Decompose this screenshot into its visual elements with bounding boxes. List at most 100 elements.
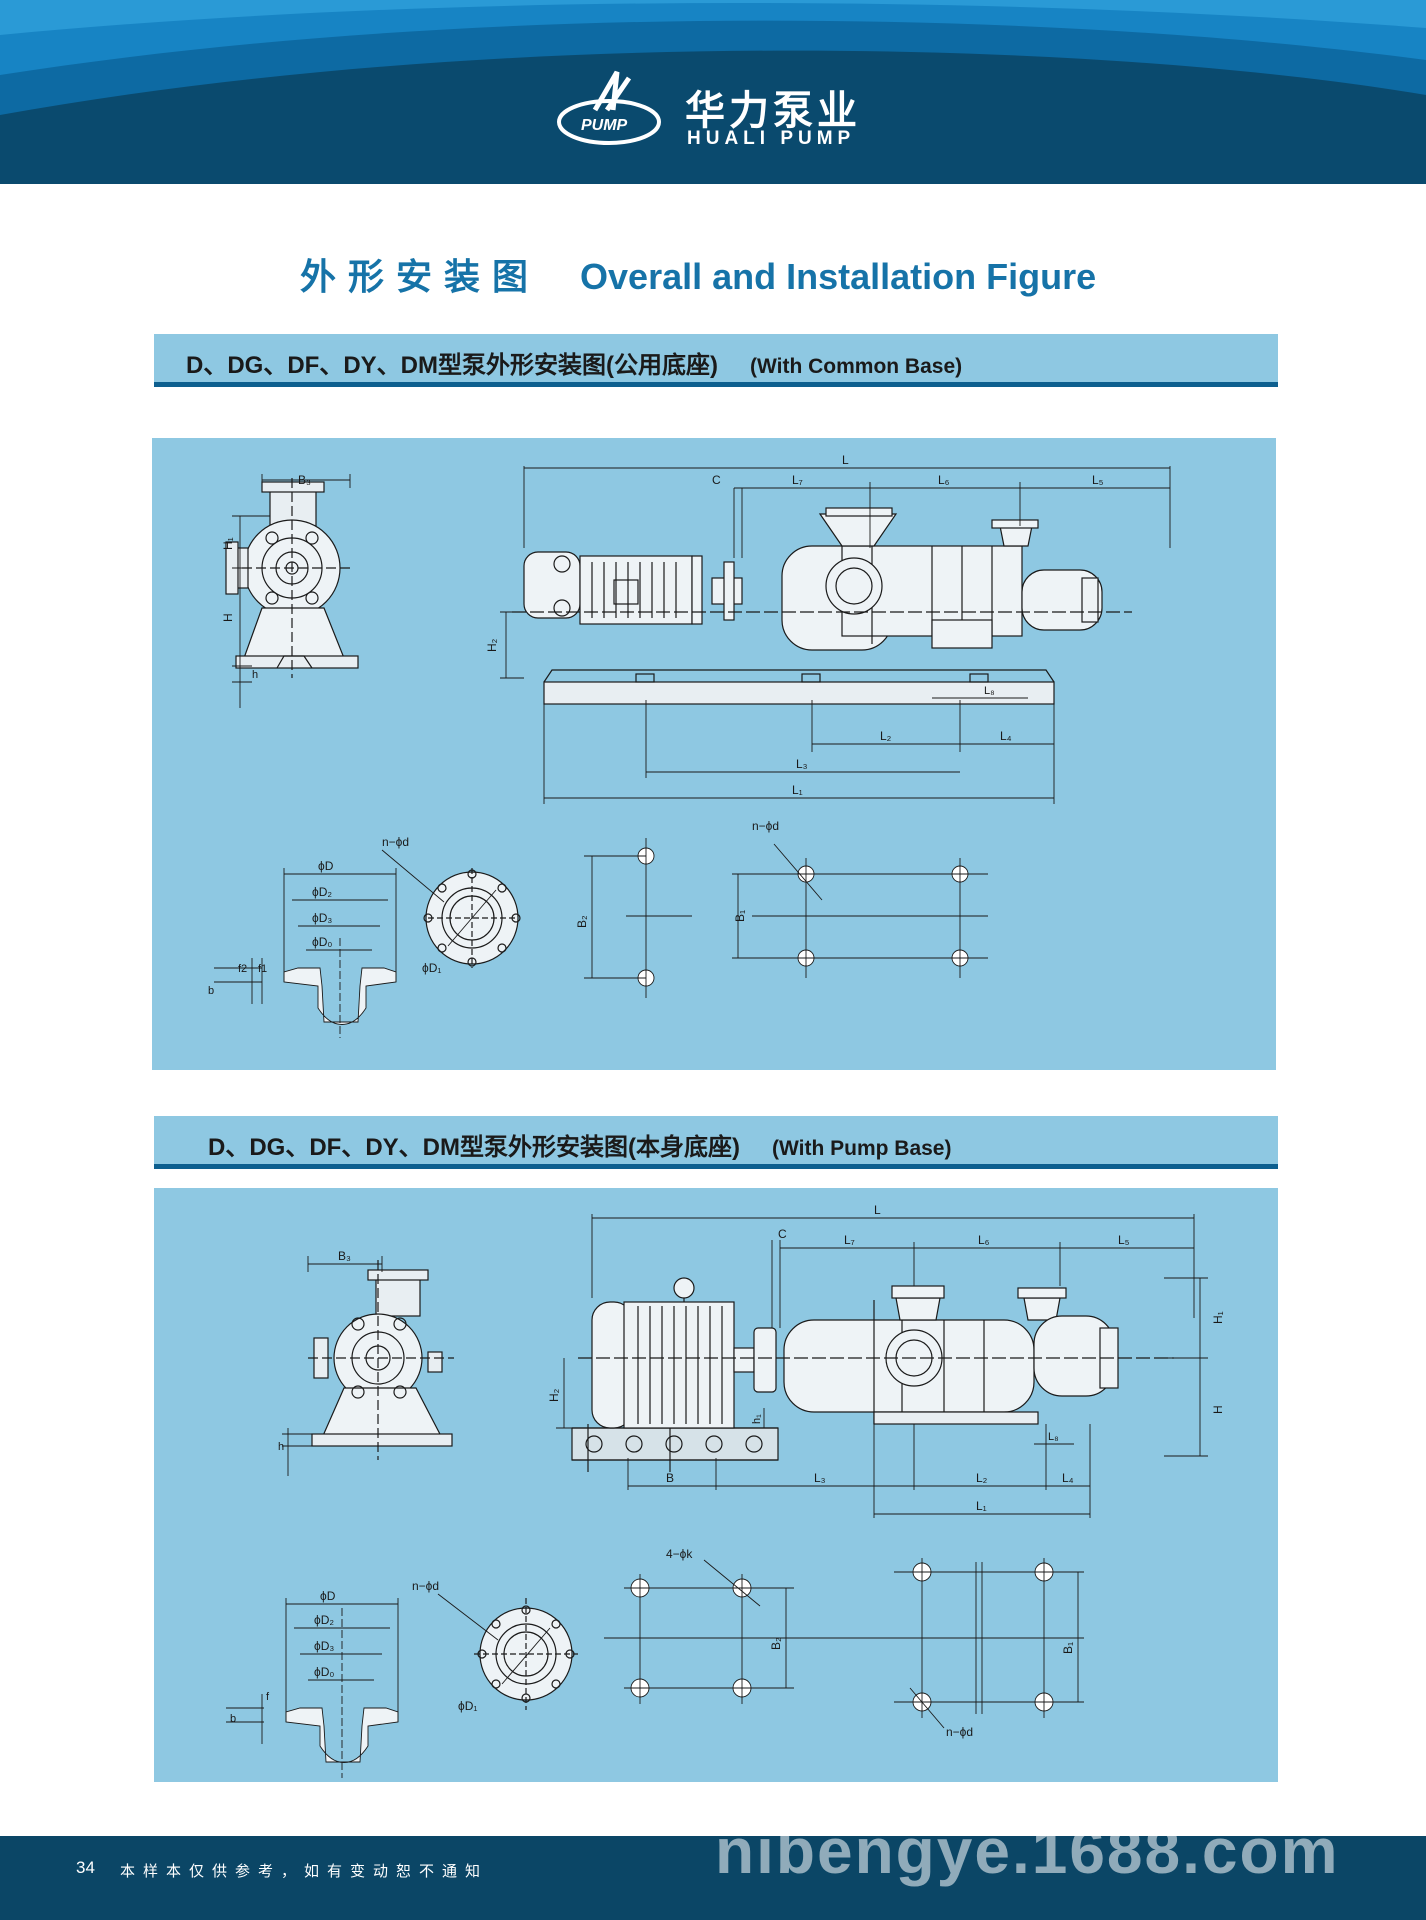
svg-text:h: h — [278, 1441, 284, 1453]
svg-text:C: C — [778, 1227, 787, 1241]
brand-name-cn: 华力泵业 — [685, 88, 861, 134]
svg-text:B₃: B₃ — [298, 473, 311, 487]
pump-front-view — [781, 507, 1103, 651]
section-title-en: (With Common Base) — [749, 355, 963, 378]
svg-text:B₂: B₂ — [575, 915, 589, 928]
svg-text:ϕD₀: ϕD₀ — [314, 1665, 334, 1679]
svg-text:4−ϕk: 4−ϕk — [666, 1547, 693, 1561]
svg-text:L₈: L₈ — [984, 685, 995, 697]
drawing-panel-common-base: B₃ H₁ H h — [152, 438, 1276, 1070]
front-dimensions — [556, 1214, 1208, 1518]
flange-section-detail — [214, 868, 397, 1038]
svg-text:L₁: L₁ — [976, 1499, 987, 1513]
svg-text:ϕD₁: ϕD₁ — [458, 1699, 477, 1713]
svg-text:L₆: L₆ — [938, 473, 950, 487]
pump-front-view — [783, 1285, 1119, 1425]
svg-text:f2: f2 — [238, 963, 247, 975]
svg-text:ϕD₂: ϕD₂ — [314, 1613, 334, 1627]
front-dimensions — [500, 466, 1171, 804]
svg-text:ϕD: ϕD — [318, 859, 334, 873]
section-title: D、DG、DF、DY、DM型泵外形安装图(本身底座) (With Pump Bas… — [208, 1127, 951, 1162]
base-bolt-layout-b1 — [732, 843, 988, 978]
svg-text:B₁: B₁ — [733, 910, 747, 922]
base-bolt-layout-b2 — [584, 838, 692, 998]
header-wave-graphic — [0, 0, 1426, 184]
svg-text:L₅: L₅ — [1118, 1233, 1130, 1247]
svg-text:B: B — [666, 1471, 674, 1485]
page-header: PUMP 华力泵业 HUALI PUMP — [0, 0, 1426, 184]
foundation-slab — [571, 1424, 779, 1472]
svg-text:ϕD₃: ϕD₃ — [312, 911, 332, 925]
watermark: nibengye.1688.com — [715, 1815, 1340, 1887]
page-number: 34 — [76, 1858, 95, 1877]
svg-text:B₃: B₃ — [338, 1249, 351, 1263]
svg-text:ϕD₂: ϕD₂ — [312, 885, 332, 899]
svg-text:n−ϕd: n−ϕd — [946, 1725, 973, 1739]
svg-text:f: f — [266, 1691, 270, 1703]
page-title-en: Overall and Installation Figure — [580, 256, 1097, 297]
svg-text:b: b — [208, 985, 214, 997]
common-base — [512, 611, 1132, 705]
svg-text:n−ϕd: n−ϕd — [382, 835, 409, 849]
installation-drawing-pump-base: B₃ h — [226, 1203, 1225, 1778]
motor-front-view — [591, 1277, 777, 1429]
section-title: D、DG、DF、DY、DM型泵外形安装图(公用底座) (With Common B… — [186, 345, 962, 380]
svg-text:L₈: L₈ — [1048, 1431, 1059, 1443]
svg-text:b: b — [230, 1713, 236, 1725]
svg-text:f1: f1 — [258, 963, 267, 975]
pump-side-view — [308, 1260, 454, 1460]
flange-section-detail — [226, 1598, 399, 1778]
section-bar-pump-base: D、DG、DF、DY、DM型泵外形安装图(本身底座) (With Pump Bas… — [154, 1116, 1278, 1169]
huali-logo: PUMP — [557, 70, 661, 145]
svg-text:h₁: h₁ — [751, 1414, 763, 1424]
disclaimer-text: 本样本仅供参考，如有变动恕不通知 — [120, 1862, 489, 1880]
page-footer: nibengye.1688.com 34 本样本仅供参考，如有变动恕不通知 — [0, 1815, 1426, 1920]
side-dimensions — [232, 474, 351, 708]
section-title-cn: D、DG、DF、DY、DM型泵外形安装图(本身底座) — [208, 1134, 740, 1161]
svg-text:L₇: L₇ — [844, 1233, 855, 1247]
svg-text:L₆: L₆ — [978, 1233, 990, 1247]
motor-front-view — [523, 551, 743, 625]
svg-text:PUMP: PUMP — [581, 117, 628, 134]
svg-text:L₃: L₃ — [796, 757, 808, 771]
installation-drawing-common-base: B₃ H₁ H h — [208, 453, 1171, 1038]
brand-name-en: HUALI PUMP — [687, 128, 856, 149]
flange-bolt-circle — [437, 1593, 578, 1710]
drawing-panel-pump-base: B₃ h — [154, 1188, 1278, 1782]
svg-text:n−ϕd: n−ϕd — [752, 819, 779, 833]
page-title-cn: 外形安装图 — [300, 257, 541, 298]
svg-text:ϕD₃: ϕD₃ — [314, 1639, 334, 1653]
side-dimensions — [282, 1256, 383, 1476]
svg-text:H₂: H₂ — [485, 638, 499, 652]
svg-text:B₂: B₂ — [769, 1637, 783, 1650]
pump-bolt-layout-b1 — [794, 1558, 1084, 1729]
svg-text:H: H — [1211, 1405, 1225, 1414]
svg-text:ϕD: ϕD — [320, 1589, 336, 1603]
svg-text:H₂: H₂ — [547, 1388, 561, 1402]
section-bar-common-base: D、DG、DF、DY、DM型泵外形安装图(公用底座) (With Common B… — [154, 334, 1278, 387]
svg-text:L₄: L₄ — [1000, 729, 1012, 743]
svg-text:L₇: L₇ — [792, 473, 803, 487]
svg-text:n−ϕd: n−ϕd — [412, 1579, 439, 1593]
svg-text:L₁: L₁ — [792, 783, 803, 797]
svg-text:L: L — [874, 1203, 881, 1217]
svg-text:L₃: L₃ — [814, 1471, 826, 1485]
svg-text:L₂: L₂ — [880, 729, 892, 743]
pump-side-view — [225, 478, 359, 678]
page-title: 外形安装图 Overall and Installation Figure — [300, 248, 1200, 300]
svg-text:L₄: L₄ — [1062, 1471, 1074, 1485]
section-title-cn: D、DG、DF、DY、DM型泵外形安装图(公用底座) — [186, 352, 718, 379]
svg-text:ϕD₁: ϕD₁ — [422, 961, 441, 975]
flange-bolt-circle — [381, 849, 521, 968]
svg-text:L₂: L₂ — [976, 1471, 988, 1485]
section-title-en: (With Pump Base) — [771, 1137, 952, 1160]
svg-text:H: H — [221, 613, 235, 622]
svg-text:C: C — [712, 473, 721, 487]
svg-text:H₁: H₁ — [1211, 1311, 1225, 1324]
svg-text:H₁: H₁ — [221, 537, 235, 550]
svg-text:h: h — [252, 669, 258, 681]
svg-text:B₁: B₁ — [1061, 1642, 1075, 1654]
motor-bolt-layout-b2 — [604, 1559, 794, 1704]
svg-text:ϕD₀: ϕD₀ — [312, 935, 332, 949]
svg-text:L: L — [842, 453, 849, 467]
